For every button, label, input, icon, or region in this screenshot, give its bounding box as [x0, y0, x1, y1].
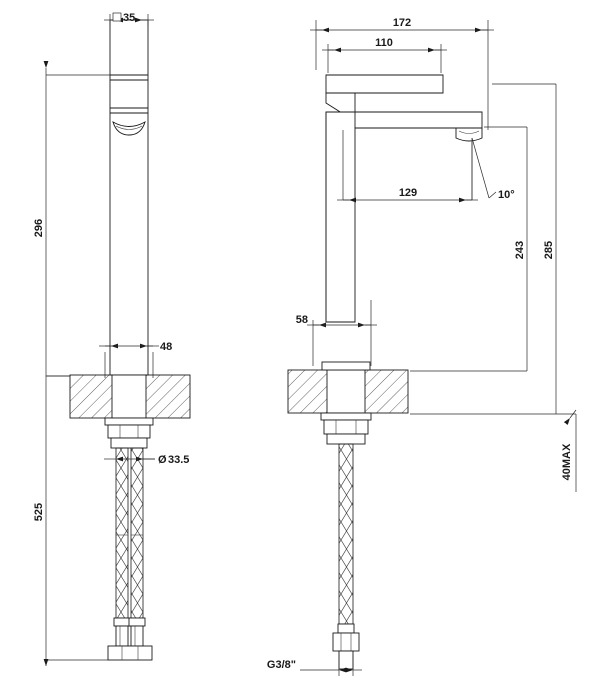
right-supply-hose: [332, 443, 360, 670]
right-lever-handle: [325, 74, 444, 116]
dim-label-sq35: 35: [123, 12, 135, 24]
dim-label-g38: G3/8": [267, 659, 296, 671]
dim-right-thread-g38: G3/8": [267, 655, 362, 676]
left-supply-hoses: [107, 447, 153, 661]
dim-left-square-35: 35: [104, 12, 154, 26]
left-faucet-body: [109, 19, 149, 376]
dim-label-525: 525: [33, 503, 45, 521]
dim-left-width-48: 48: [99, 341, 172, 378]
dim-right-width-58: 58: [296, 300, 377, 366]
dim-label-40max: 40MAX: [561, 443, 573, 480]
dim-label-48: 48: [160, 341, 172, 353]
dim-label-129: 129: [399, 187, 417, 199]
left-mounting-nut: [104, 417, 154, 449]
dim-right-thickness-40max: 40MAX: [556, 409, 577, 492]
dim-label-58: 58: [296, 314, 308, 326]
dim-label-285: 285: [543, 241, 555, 259]
dim-right-width-172: 172: [310, 17, 494, 130]
dim-label-296: 296: [33, 219, 45, 237]
dim-label-diameter-symbol: Ø: [158, 454, 167, 466]
dim-label-172: 172: [393, 17, 411, 29]
dim-left-height-296: 296: [33, 61, 110, 377]
dim-right-height-285: 285: [410, 83, 557, 415]
dim-label-10deg: 10°: [498, 189, 515, 201]
dim-right-angle-10: 10°: [471, 137, 515, 201]
dim-label-335: 33.5: [168, 454, 189, 466]
left-faucet-view: 35 296 48 Ø 33.5: [33, 12, 191, 666]
left-counter-plate: [69, 374, 191, 419]
right-mounting-nut: [320, 412, 372, 445]
right-counter-plate: [287, 361, 409, 414]
dim-left-height-525: 525: [33, 375, 108, 666]
right-faucet-view: 172 110 129 10°: [267, 17, 577, 676]
dim-label-243: 243: [514, 241, 526, 259]
dim-right-height-243: 243: [410, 126, 528, 372]
dim-right-width-110: 110: [322, 37, 447, 73]
right-spout-body: [325, 111, 483, 323]
dim-left-diameter-335: Ø 33.5: [104, 454, 189, 466]
dim-label-110: 110: [375, 37, 393, 49]
dim-right-width-129: 129: [337, 130, 478, 203]
